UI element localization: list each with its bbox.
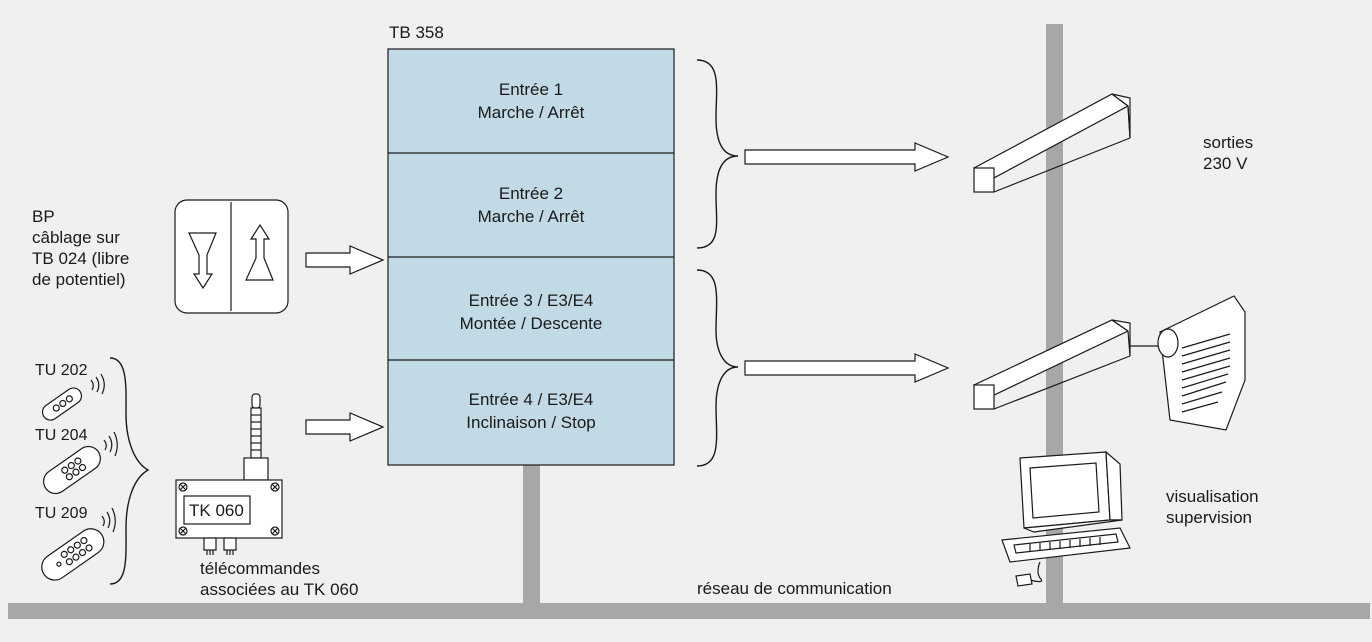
receiver-caption-line: télécommandes	[200, 559, 321, 578]
network-bus	[8, 603, 1370, 619]
curly-brace-icon	[109, 357, 150, 585]
input-3-name: Entrée 3 / E3/E4	[468, 291, 594, 310]
outputs-label-line: 230 V	[1203, 154, 1248, 173]
curly-brace-icon	[696, 269, 739, 467]
hollow-arrow-icon	[305, 245, 385, 275]
receiver-caption-line: associées au TK 060	[200, 580, 359, 599]
supervision-label-line: visualisation	[1166, 487, 1259, 506]
outputs-label: sorties 230 V	[1203, 132, 1253, 174]
radio-receiver-icon	[175, 393, 283, 555]
bp-label: BP câblage sur TB 024 (libre de potentie…	[32, 206, 129, 290]
input-3-function: Montée / Descente	[459, 314, 603, 333]
supervision-label: visualisation supervision	[1166, 486, 1259, 528]
remote-label-tu204: TU 204	[35, 427, 88, 444]
hollow-arrow-icon	[744, 142, 950, 172]
input-1-label: Entrée 1 Marche / Arrêt	[388, 78, 674, 124]
outputs-label-line: sorties	[1203, 133, 1254, 152]
roller-blind-icon	[1157, 295, 1246, 431]
module-box	[387, 48, 675, 466]
input-4-label: Entrée 4 / E3/E4 Inclinaison / Stop	[388, 388, 674, 434]
input-3-label: Entrée 3 / E3/E4 Montée / Descente	[388, 289, 674, 335]
input-2-function: Marche / Arrêt	[477, 207, 585, 226]
bp-label-line: BP	[32, 207, 55, 226]
input-4-name: Entrée 4 / E3/E4	[468, 390, 594, 409]
remote-control-icon	[41, 507, 116, 581]
hollow-arrow-icon	[305, 412, 385, 442]
remote-label-tu202: TU 202	[35, 362, 88, 379]
bp-label-line: TB 024 (libre	[32, 249, 130, 268]
module-title: TB 358	[389, 23, 444, 42]
receiver-label: TK 060	[189, 501, 244, 520]
input-2-label: Entrée 2 Marche / Arrêt	[388, 182, 674, 228]
input-2-name: Entrée 2	[498, 184, 564, 203]
push-button-icon	[174, 199, 289, 314]
supervision-label-line: supervision	[1166, 508, 1252, 527]
bp-label-line: de potentiel)	[32, 270, 126, 289]
remote-label-tu209: TU 209	[35, 505, 88, 522]
hollow-arrow-icon	[744, 353, 950, 383]
bp-label-line: câblage sur	[32, 228, 120, 247]
module-network-drop	[523, 465, 540, 605]
output-bar-icon	[972, 319, 1160, 410]
curly-brace-icon	[696, 59, 739, 249]
input-1-function: Marche / Arrêt	[477, 103, 585, 122]
output-bar-icon	[972, 93, 1131, 193]
remote-control-icon	[43, 431, 118, 495]
input-1-name: Entrée 1	[498, 80, 564, 99]
network-label: réseau de communication	[697, 579, 892, 598]
receiver-caption: télécommandes associées au TK 060	[200, 558, 358, 600]
remote-control-icon	[41, 373, 105, 421]
input-4-function: Inclinaison / Stop	[466, 413, 596, 432]
computer-icon	[1001, 450, 1131, 587]
